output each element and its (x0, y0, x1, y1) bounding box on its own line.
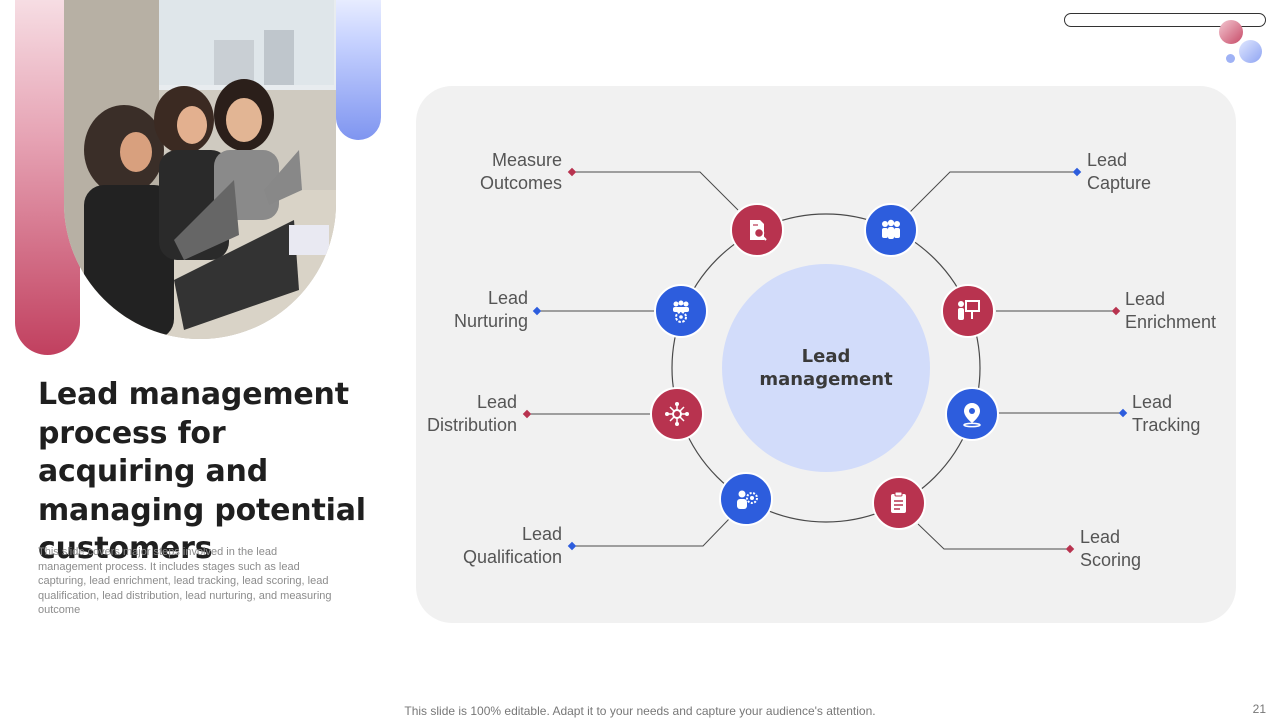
stage-node-lead-qualification[interactable] (719, 472, 773, 526)
stage-node-lead-capture[interactable] (864, 203, 918, 257)
center-node: Lead management (722, 264, 930, 472)
page-number: 21 (1252, 702, 1266, 716)
stage-label-lead-nurturing: Lead Nurturing (453, 288, 528, 331)
footer-text: This slide is 100% editable. Adapt it to… (404, 704, 876, 718)
decorative-dot-blue-small (1226, 54, 1235, 63)
endpoint-marker (1072, 167, 1082, 177)
stage-node-lead-distribution[interactable] (650, 387, 704, 441)
endpoint-marker (522, 409, 532, 419)
stage-label-lead-capture: Lead Capture (1087, 150, 1152, 193)
person-gear-icon (737, 490, 758, 509)
team-icon (882, 219, 900, 239)
presentation-icon (958, 300, 980, 320)
endpoint-marker (1118, 408, 1128, 418)
center-label: Lead management (759, 346, 893, 390)
slide-title: Lead management process for acquiring an… (38, 377, 366, 566)
decorative-dot-red (1219, 20, 1243, 44)
endpoint-marker (1111, 306, 1121, 316)
stage-label-lead-scoring: Lead Scoring (1080, 527, 1142, 570)
network-icon (665, 402, 689, 426)
clipboard-icon (891, 491, 906, 513)
group-gear-icon (673, 300, 689, 323)
endpoint-marker (1065, 544, 1075, 554)
slide-description: This slide covers major steps involved i… (38, 546, 332, 616)
stage-node-lead-nurturing[interactable] (654, 284, 708, 338)
decorative-pill-blue (336, 0, 381, 140)
stage-node-lead-scoring[interactable] (872, 476, 926, 530)
location-pin-icon (963, 403, 981, 428)
stage-label-measure-outcomes: Measure Outcomes (479, 150, 562, 193)
footer-note: This slide is 100% editable. Adapt it to… (0, 704, 1280, 718)
stage-label-lead-enrichment: Lead Enrichment (1125, 289, 1217, 332)
stage-node-lead-enrichment[interactable] (941, 284, 995, 338)
stage-node-measure-outcomes[interactable] (730, 203, 784, 257)
stage-label-lead-qualification: Lead Qualification (462, 524, 562, 567)
stage-label-lead-tracking: Lead Tracking (1132, 392, 1201, 435)
endpoint-marker (567, 541, 577, 551)
document-analysis-icon (750, 220, 767, 241)
decorative-bar (1064, 13, 1266, 27)
team-meeting-photo (64, 0, 336, 339)
endpoint-marker (532, 306, 542, 316)
decorative-dot-blue-large (1239, 40, 1262, 63)
stage-node-lead-tracking[interactable] (945, 387, 999, 441)
stage-label-lead-distribution: Lead Distribution (426, 392, 517, 435)
endpoint-marker (567, 167, 577, 177)
